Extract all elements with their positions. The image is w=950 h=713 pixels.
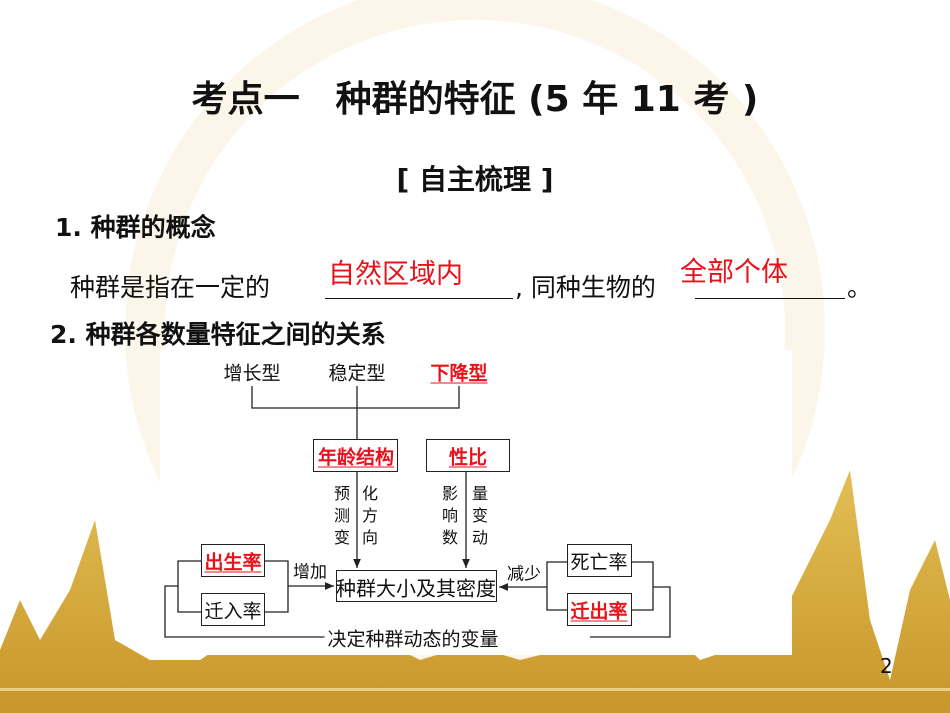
affect-label-2: 量变动 bbox=[471, 484, 488, 547]
sex-ratio-label: 性比 bbox=[448, 446, 488, 469]
concept-text-end: 。 bbox=[847, 273, 873, 302]
answer-blank-2 bbox=[695, 298, 845, 299]
population-density-label: 种群大小及其密度 bbox=[336, 576, 496, 601]
answer-1: 自然区域内 bbox=[328, 259, 463, 290]
increase-label: 增加 bbox=[293, 562, 327, 583]
predict-label-1: 预测变 bbox=[333, 484, 350, 547]
death-rate-box bbox=[567, 544, 632, 577]
decrease-label: 减少 bbox=[507, 564, 541, 585]
sex-ratio-box bbox=[426, 439, 510, 472]
population-density-box bbox=[336, 570, 497, 602]
dynamic-variables-label: 决定种群动态的变量 bbox=[324, 624, 502, 652]
concept-text-2: , 同种生物的 bbox=[515, 273, 656, 302]
birth-rate-label: 出生率 bbox=[204, 551, 262, 574]
predict-label-2: 化方向 bbox=[361, 484, 378, 547]
section-subtitle: [ 自主梳理 ] bbox=[396, 163, 554, 196]
age-type-growing: 增长型 bbox=[223, 362, 281, 385]
emigration-rate-label: 迁出率 bbox=[570, 600, 628, 623]
death-rate-label: 死亡率 bbox=[570, 551, 628, 574]
relation-heading: 2. 种群各数量特征之间的关系 bbox=[50, 320, 386, 349]
birth-rate-box bbox=[201, 544, 265, 577]
diagram-connectors bbox=[164, 386, 671, 638]
emigration-rate-box bbox=[567, 593, 632, 626]
age-type-stable: 稳定型 bbox=[328, 362, 386, 385]
immigration-rate-label: 迁入率 bbox=[204, 600, 262, 623]
immigration-rate-box bbox=[201, 593, 265, 626]
age-structure-label: 年龄结构 bbox=[317, 446, 395, 469]
population-diagram: 增长型 稳定型 下降型 年龄结构 性比 预测变 化方向 影响数 量变动 种群大小… bbox=[160, 350, 792, 655]
affect-label-1: 影响数 bbox=[441, 484, 458, 547]
answer-2: 全部个体 bbox=[680, 257, 788, 288]
concept-heading: 1. 种群的概念 bbox=[55, 213, 216, 242]
age-structure-box bbox=[313, 439, 398, 472]
page-title: 考点一 种群的特征 (5 年 11 考 ) bbox=[191, 79, 759, 120]
age-type-declining: 下降型 bbox=[430, 362, 488, 385]
answer-blank-1 bbox=[325, 298, 513, 299]
concept-text-1: 种群是指在一定的 bbox=[70, 273, 271, 302]
page-number: 2 bbox=[880, 654, 893, 678]
